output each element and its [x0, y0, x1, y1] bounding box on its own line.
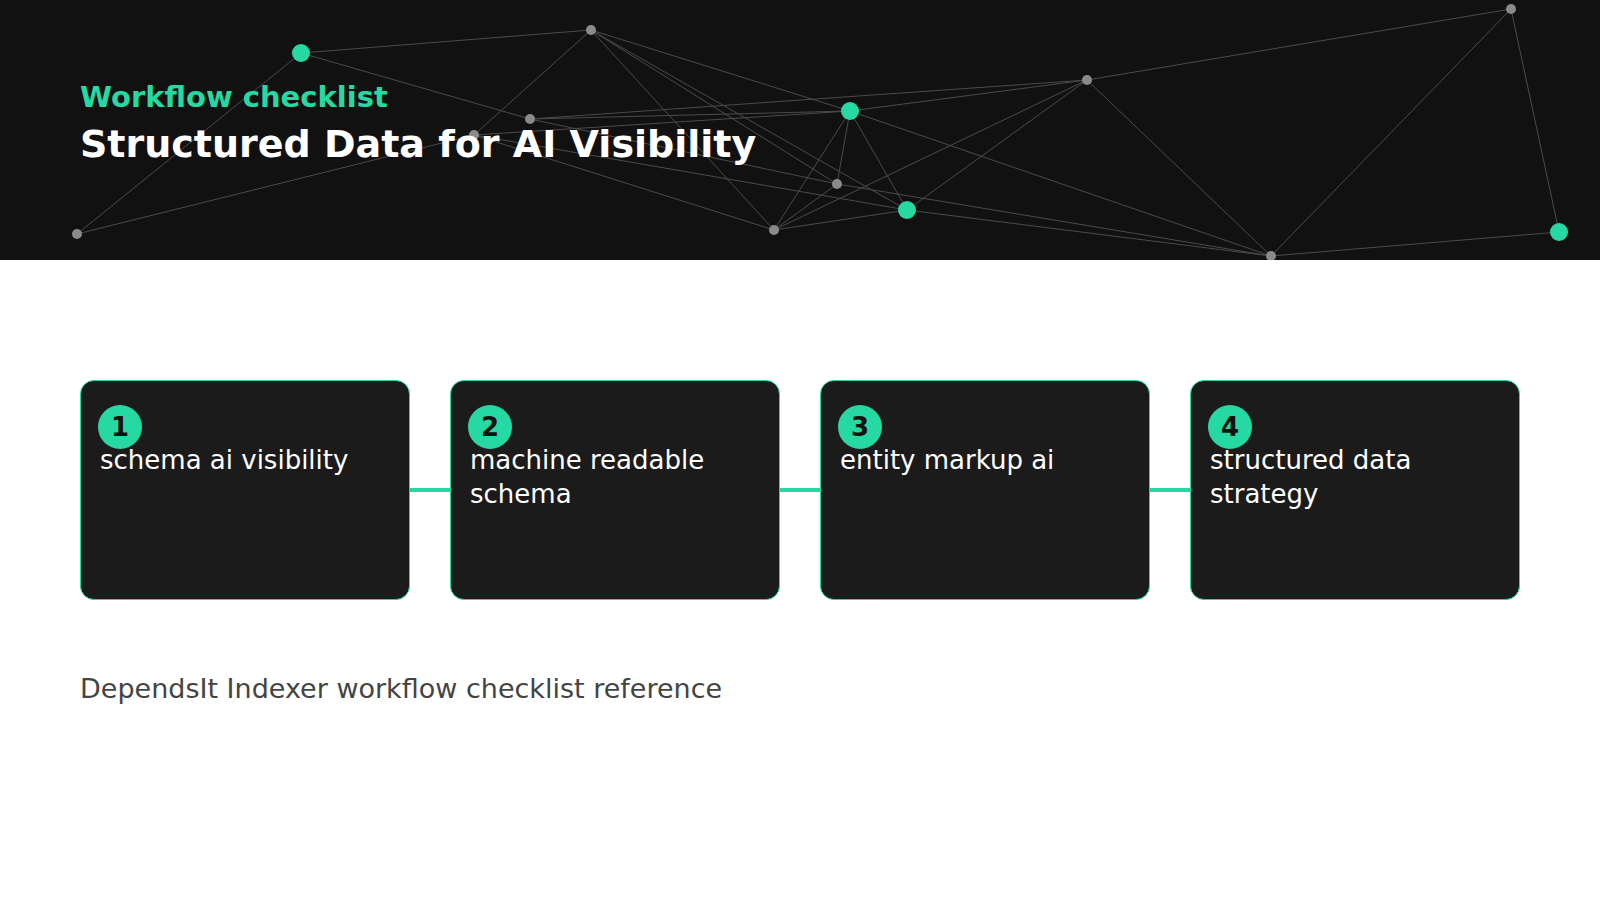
step-text: structured data strategy — [1210, 443, 1500, 511]
step-number: 1 — [98, 405, 142, 449]
step-box: 3entity markup ai — [820, 380, 1150, 600]
step-text: machine readable schema — [470, 443, 760, 511]
step-text: schema ai visibility — [100, 443, 390, 477]
step-number: 3 — [838, 405, 882, 449]
step-box: 4structured data strategy — [1190, 380, 1520, 600]
step-box: 2machine readable schema — [450, 380, 780, 600]
kicker-label: Workflow checklist — [80, 80, 388, 114]
step-connector — [1150, 488, 1190, 492]
diagram-title: Structured Data for AI Visibility — [80, 122, 756, 166]
step-box: 1schema ai visibility — [80, 380, 410, 600]
step-text: entity markup ai — [840, 443, 1130, 477]
step-number: 2 — [468, 405, 512, 449]
step-connector — [410, 488, 450, 492]
step-connector — [780, 488, 820, 492]
step-number: 4 — [1208, 405, 1252, 449]
diagram-caption: DependsIt Indexer workflow checklist ref… — [80, 673, 722, 704]
